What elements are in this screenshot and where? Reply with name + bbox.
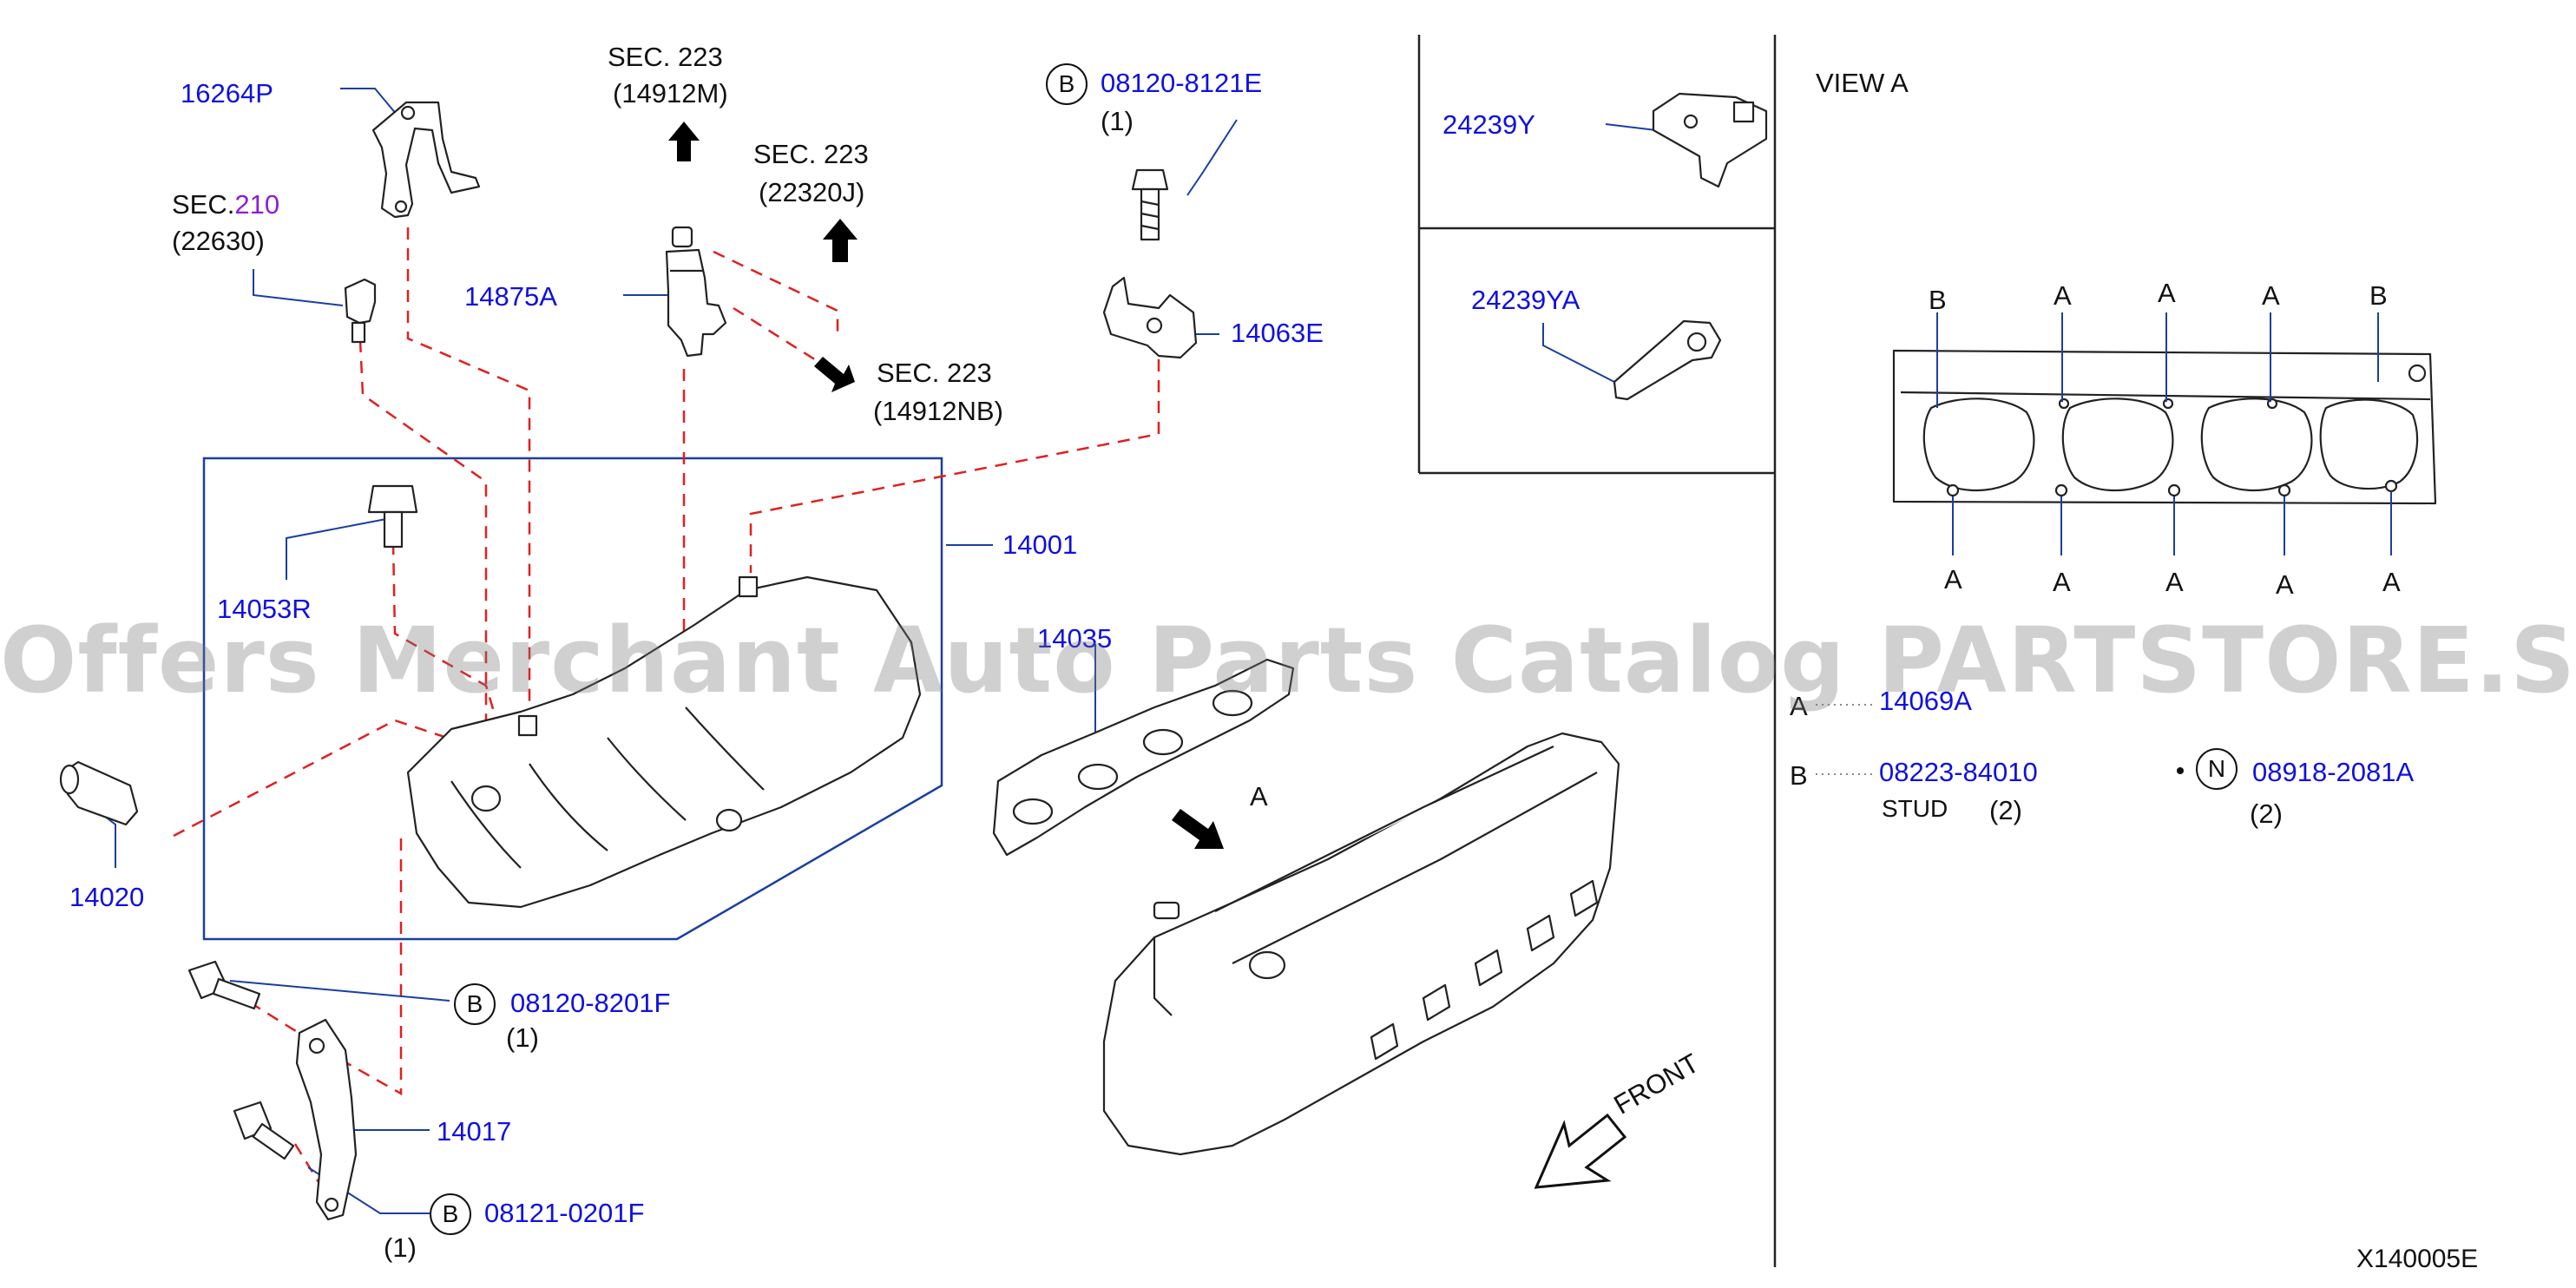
view-a-bottom-callout-2: A [2053,567,2071,597]
label-14020[interactable]: 14020 [69,882,145,912]
label-14912NB[interactable]: (14912NB) [873,396,1003,426]
label-sec-223-a: SEC. 223 [608,42,723,72]
legend-b-quantity: (2) [1989,795,2022,825]
bolt-08121-0201F-icon [233,1101,295,1160]
qty-08120-8121E: (1) [1101,106,1134,136]
gasket-14035-icon [992,658,1295,857]
bracket-14017-icon [295,1018,358,1221]
arrow-right-14912NB-icon [814,357,855,392]
legend-a-part[interactable]: 14069A [1879,686,1972,716]
label-08120-8201F[interactable]: 08120-8201F [510,988,671,1018]
label-24239YA[interactable]: 24239YA [1471,285,1580,315]
label-24239Y[interactable]: 24239Y [1442,109,1535,140]
bracket-24239YA-icon [1613,319,1722,401]
diagram-code: X140005E [2356,1245,2479,1273]
view-a-bottom-callout-5: A [2382,567,2401,597]
label-14053R[interactable]: 14053R [217,594,312,624]
label-08120-8121E[interactable]: 08120-8121E [1101,68,1263,98]
bracket-24239Y-icon [1652,92,1768,188]
view-a-bottom-callout-1: A [1944,564,1962,595]
sensor-22630-icon [344,278,377,344]
legend-n-bullet-icon [2177,767,2184,774]
view-a-title: VIEW A [1816,68,1909,98]
label-14001[interactable]: 14001 [1002,529,1078,560]
view-a-top-callout-2: A [2054,280,2072,311]
label-sec-223-b: SEC. 223 [753,139,869,169]
label-14063E[interactable]: 14063E [1231,318,1324,348]
legend-dotted-leaders [1816,704,1875,775]
intake-manifold-14001-icon [406,575,922,909]
panel-dividers [1417,35,1777,1267]
bolt-14053R-icon [367,484,418,549]
arrow-view-a-icon [1172,809,1224,849]
sensor-14020-icon [59,760,139,826]
arrow-up-14912M-icon [668,122,700,161]
front-arrow-icon [1534,1113,1627,1189]
legend-n-quantity: (2) [2250,798,2283,829]
label-22320J[interactable]: (22320J) [759,177,865,207]
engine-block-icon [1102,732,1620,1156]
label-08121-0201F[interactable]: 08121-0201F [484,1198,645,1228]
view-a-top-callout-1: B [1929,285,1947,315]
bolt-type-b-badge-mid: B [454,983,496,1025]
bolt-08120-8121E-icon [1131,168,1169,241]
label-14035[interactable]: 14035 [1037,623,1113,654]
label-14912M[interactable]: (14912M) [613,78,728,108]
view-a-arrow-label: A [1250,781,1268,812]
bolt-type-b-badge-top: B [1046,63,1088,105]
bracket-14063E-icon [1102,276,1198,359]
arrow-up-22320J-icon [823,219,858,262]
watermark-text: Offers Merchant Auto Parts Catalog PARTS… [0,608,2576,713]
direction-arrows [668,122,1224,849]
qty-08120-8201F: (1) [506,1022,539,1053]
legend-b-part[interactable]: 08223-84010 [1879,757,2038,787]
view-a-top-callout-4: A [2262,280,2280,311]
sec-210-number[interactable]: 210 [234,189,280,220]
label-sec-210: SEC.210 [172,191,279,218]
label-14875A[interactable]: 14875A [464,281,557,312]
legend-b-description: STUD [1882,795,1948,822]
legend-n-badge: N [2196,748,2238,790]
label-sec-223-c: SEC. 223 [877,358,992,388]
view-a-bottom-callout-4: A [2276,569,2294,600]
sec-210-prefix: SEC. [172,189,235,220]
injector-14875A-icon [665,226,727,358]
legend-b-letter: B [1790,760,1808,791]
view-a-top-callout-5: B [2369,280,2388,311]
view-a-bottom-callout-3: A [2165,567,2184,597]
bolt-08120-8201F-icon [187,960,261,1010]
view-a-head-face-icon [1892,349,2437,505]
label-16264P[interactable]: 16264P [181,78,273,108]
legend-a-letter: A [1790,691,1808,721]
assembly-box-14001 [202,457,943,941]
view-a-callout-lines [1936,312,2392,555]
leader-lines [103,88,1657,1214]
qty-08121-0201F: (1) [384,1232,417,1263]
view-a-top-callout-3: A [2158,278,2176,308]
legend-n-part[interactable]: 08918-2081A [2252,757,2415,787]
bracket-16264P-icon [371,101,481,219]
part-outlines [59,92,2437,1221]
label-22630[interactable]: (22630) [172,226,265,256]
label-14017[interactable]: 14017 [437,1116,512,1147]
bolt-type-b-badge-bot: B [430,1193,471,1235]
